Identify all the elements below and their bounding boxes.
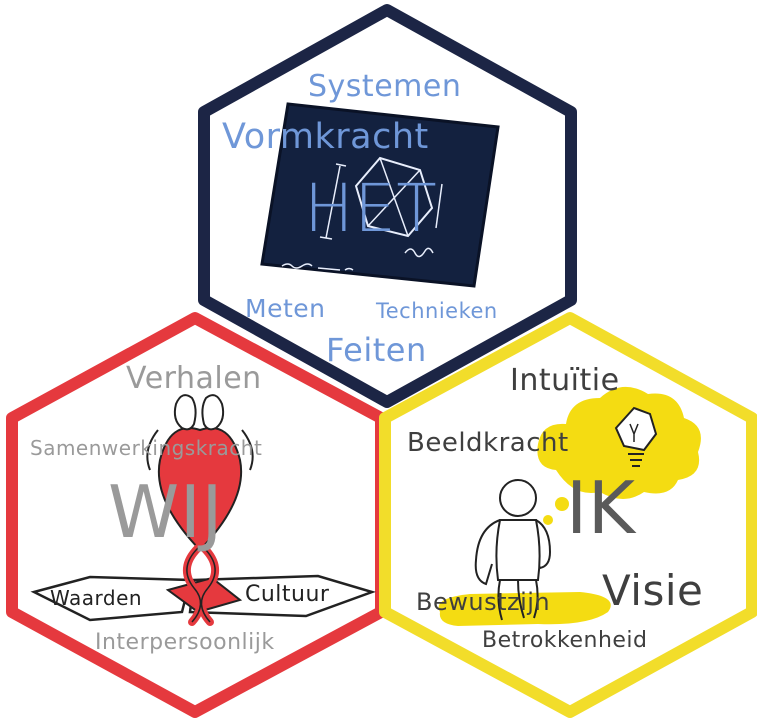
wij-word-waarden: Waarden xyxy=(50,586,143,610)
wij-floor-illustration xyxy=(30,574,376,622)
ik-word-beeldkracht: Beeldkracht xyxy=(407,428,569,458)
ik-title: IK xyxy=(566,466,636,550)
ik-person-illustration xyxy=(438,479,611,626)
het-title: HET xyxy=(304,170,438,247)
ik-word-bewustzijn: Bewustzijn xyxy=(416,588,551,616)
ik-word-betrokkenheid: Betrokkenheid xyxy=(482,628,648,653)
wij-title: WIJ xyxy=(108,470,224,554)
wij-word-samenwerkingskracht: Samenwerkingskracht xyxy=(30,436,263,460)
wij-word-cultuur: Cultuur xyxy=(245,582,330,607)
wij-word-verhalen: Verhalen xyxy=(126,361,262,396)
het-word-feiten: Feiten xyxy=(326,331,427,369)
het-word-meten: Meten xyxy=(245,294,326,323)
wij-figures-illustration xyxy=(146,394,254,626)
het-word-systemen: Systemen xyxy=(308,69,462,104)
ik-word-visie: Visie xyxy=(602,566,704,615)
het-word-vormkracht: Vormkracht xyxy=(222,117,429,157)
het-word-technieken: Technieken xyxy=(376,299,498,323)
blueprint-illustration xyxy=(260,102,500,288)
wij-word-interpersoonlijk: Interpersoonlijk xyxy=(95,630,275,655)
ik-thought-cloud xyxy=(537,386,701,525)
ik-word-intuitie: Intuïtie xyxy=(510,363,620,398)
